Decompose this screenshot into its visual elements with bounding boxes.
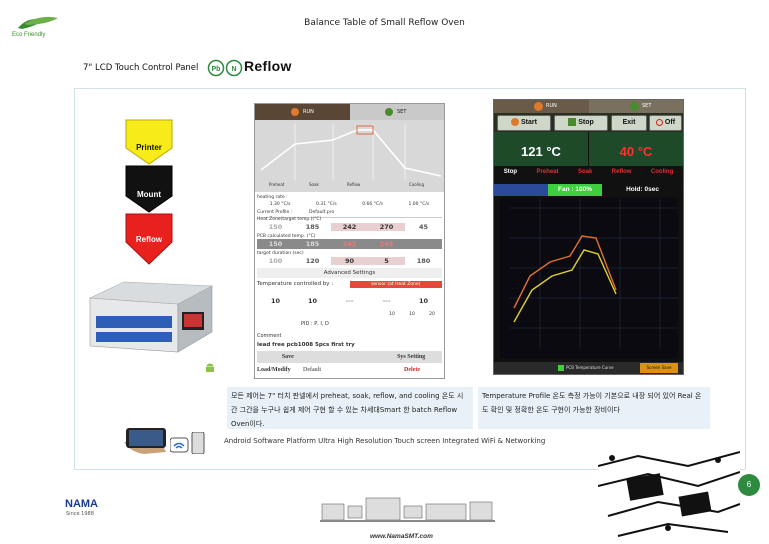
reflow-arrow	[125, 213, 173, 265]
graph-label-soak: Soak	[309, 182, 319, 187]
description-left: 모든 제어는 7" 터치 판넬에서 preheat, soak, reflow,…	[227, 387, 473, 429]
since-label: Since 1988	[66, 511, 94, 517]
phone-hand-image	[122, 422, 170, 458]
pcb-circuit-image	[597, 446, 741, 538]
graph-label-cooling: Cooling	[409, 182, 424, 187]
load-row: Load/Modify Default Delete	[257, 364, 442, 376]
current-profile-row: Current Profile : Default.pro	[257, 207, 442, 218]
run-panel-screenshot: RUN SET Start Stop Exit Off 121 °C 40 °C…	[493, 99, 684, 375]
off-button[interactable]: Off	[649, 115, 682, 131]
controlled-by-select[interactable]: sensor (at Heat Zone)	[349, 280, 442, 288]
fan-status: Fan : 100%	[548, 184, 602, 196]
hold-status: Hold: 0sec	[602, 184, 683, 196]
page-title: Balance Table of Small Reflow Oven	[304, 18, 465, 28]
temp-right-panel: 40 °C	[589, 132, 683, 166]
smt-line-image	[320, 488, 495, 528]
temp-left-value: 121 °C	[521, 144, 561, 159]
offset-small-row: 10 10 20	[389, 311, 435, 317]
set-panel-screenshot: RUN SET Preheat Soak Reflow Cooling heat…	[254, 103, 445, 379]
screen1-tab-set[interactable]: SET	[397, 109, 407, 115]
reflow-label: Reflow	[135, 235, 163, 244]
temp-left-panel: 121 °C	[494, 132, 588, 166]
graph-options-bar: PCB Temperature Curve Screen Save	[494, 362, 683, 374]
nama-logo: NAMA	[65, 498, 98, 510]
controlled-by-row: Temperature controlled by : sensor (at H…	[257, 279, 442, 289]
eco-friendly-label: Eco Friendly	[12, 32, 46, 38]
status-bar: Fan : 100% Hold: 0sec	[494, 184, 683, 196]
comment-label: Comment	[257, 333, 282, 339]
exit-button[interactable]: Exit	[611, 115, 647, 131]
temp-right-value: 40 °C	[619, 144, 653, 159]
run-tab-icon	[534, 102, 543, 111]
eco-friendly-logo	[14, 12, 64, 46]
mount-label: Mount	[137, 190, 161, 199]
graph-label-preheat: Preheat	[269, 182, 285, 187]
pid-row: PID : P, I, D	[301, 321, 329, 327]
screen1-tabbar: RUN SET	[255, 104, 444, 120]
description-right: Temperature Profile 온도 측정 가능이 기본으로 내장 되어…	[478, 387, 710, 429]
screen2-tab-run[interactable]: RUN	[546, 103, 557, 109]
profile-form: heating rate : 1.30 °C/s 0.31 °C/s 0.66 …	[255, 192, 444, 378]
pb-left-text: Pb	[212, 66, 221, 73]
save-row: Save Sys Setting	[257, 351, 442, 363]
load-modify-button[interactable]: Load/Modify	[257, 367, 291, 373]
pb-right-text: N	[231, 66, 236, 73]
delete-button[interactable]: Delete	[404, 367, 420, 373]
phase-bar: Stop Preheat Soak Reflow Cooling	[494, 166, 683, 178]
page-number-badge: 6	[738, 474, 760, 496]
start-icon	[511, 118, 520, 127]
website-url[interactable]: www.NamaSMT.com	[370, 533, 433, 540]
pcb-curve-label: PCB Temperature Curve	[566, 365, 614, 370]
mount-arrow	[125, 165, 173, 213]
process-flow: Printer Mount Reflow	[124, 118, 174, 268]
profile-graph: Preheat Soak Reflow Cooling	[255, 120, 444, 192]
android-platform-text: Android Software Platform Ultra High Res…	[224, 437, 546, 445]
screen2-tabbar: RUN SET	[494, 100, 683, 113]
reflow-oven-image	[84, 276, 216, 370]
sys-setting-button[interactable]: Sys Setting	[397, 354, 426, 360]
save-button[interactable]: Save	[281, 354, 294, 360]
run-toolbar: Start Stop Exit Off	[494, 113, 683, 132]
run-tab-icon	[291, 108, 299, 116]
printer-arrow	[125, 119, 173, 165]
screen2-tab-set[interactable]: SET	[642, 103, 652, 109]
current-profile-value[interactable]: Default.pro	[309, 209, 335, 215]
temperature-profile-graph	[500, 198, 678, 358]
heat-zone-row: 150 185 242 270 45	[268, 223, 429, 231]
screen1-tab-run[interactable]: RUN	[303, 109, 314, 115]
duration-row: 100 120 90 5 180	[268, 257, 431, 265]
heating-rate-row: heating rate :	[257, 194, 288, 200]
comment-input[interactable]: lead free pcb1008 5pcs first try	[257, 342, 355, 348]
printer-label: Printer	[136, 143, 162, 152]
screen-save-button[interactable]: Screen Save	[640, 363, 678, 373]
wifi-icon	[169, 431, 206, 455]
heating-rates-row: 1.30 °C/s 0.31 °C/s 0.66 °C/s 1.00 °C/s	[269, 201, 430, 207]
android-icon	[204, 359, 216, 372]
pcb-temp-row: 150 185 242 245	[257, 239, 442, 249]
advanced-settings-header[interactable]: Advanced Settings	[257, 268, 442, 278]
stop-button[interactable]: Stop	[554, 115, 608, 131]
set-tab-icon	[385, 108, 393, 116]
pcb-curve-checkbox[interactable]	[558, 365, 564, 371]
pb-free-badge: Pb N	[207, 59, 245, 77]
load-value[interactable]: Default	[303, 367, 321, 373]
set-tab-icon	[630, 102, 639, 111]
graph-label-reflow: Reflow	[347, 182, 361, 187]
offset-row: 10 10 --- --- 10	[270, 297, 429, 305]
stop-icon	[568, 118, 577, 127]
reflow-logo: Reflow	[244, 58, 292, 74]
start-button[interactable]: Start	[497, 115, 551, 131]
control-panel-label: 7" LCD Touch Control Panel	[83, 63, 199, 73]
power-icon	[655, 118, 663, 126]
